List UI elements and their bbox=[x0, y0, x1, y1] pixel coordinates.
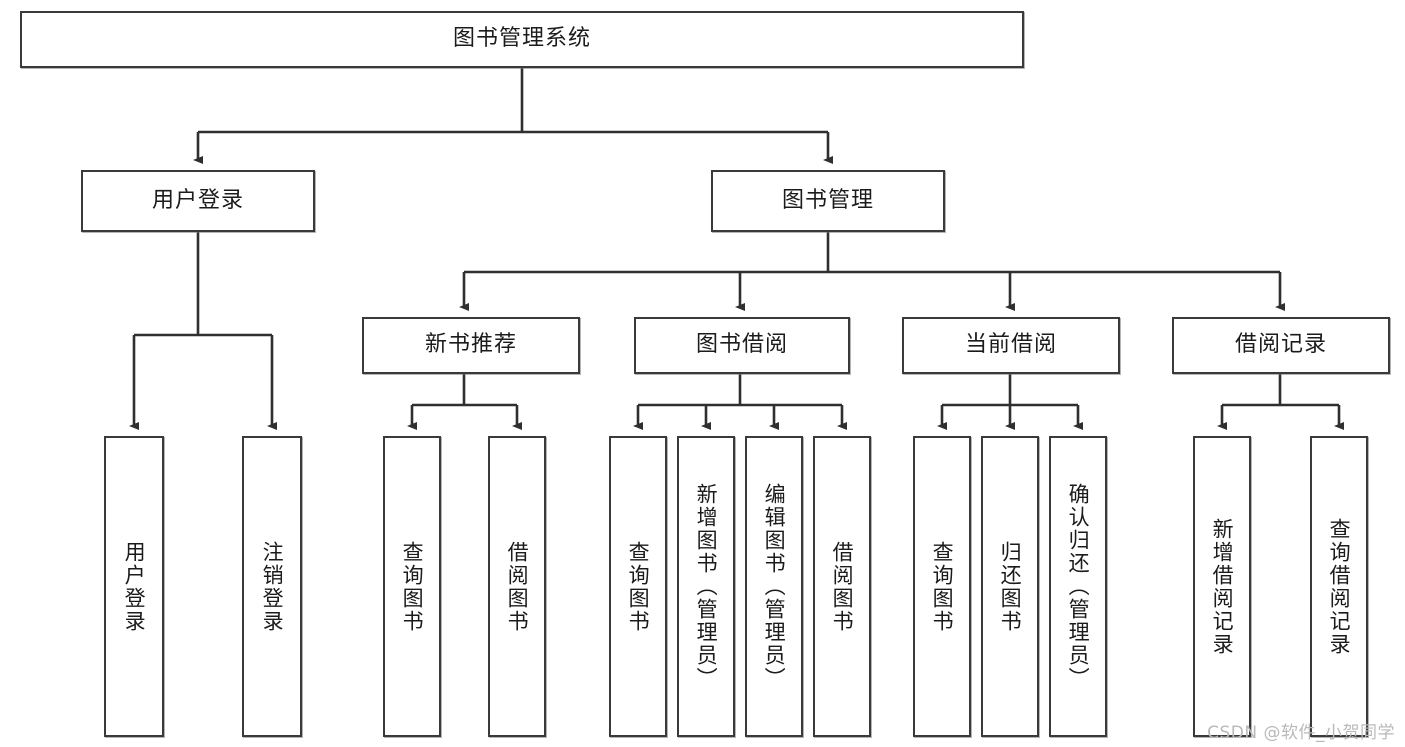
leaf-new-book-query[interactable]: 查询图书 bbox=[383, 436, 441, 737]
leaf-borrow-lend-book[interactable]: 借阅图书 bbox=[813, 436, 871, 737]
leaf-new-book-borrow-label: 借阅图书 bbox=[505, 540, 530, 633]
leaf-record-add[interactable]: 新增借阅记录 bbox=[1193, 436, 1251, 737]
node-new-book-recommend[interactable]: 新书推荐 bbox=[362, 317, 580, 374]
node-current-borrow-label: 当前借阅 bbox=[964, 332, 1057, 358]
leaf-user-logout[interactable]: 注销登录 bbox=[242, 436, 302, 737]
leaf-borrow-add-book[interactable]: 新增图书（管理员） bbox=[677, 436, 735, 737]
leaf-current-return[interactable]: 归还图书 bbox=[981, 436, 1039, 737]
node-book-management-label: 图书管理 bbox=[781, 187, 874, 213]
node-borrow-record[interactable]: 借阅记录 bbox=[1172, 317, 1390, 374]
leaf-user-login-label: 用户登录 bbox=[122, 540, 147, 633]
leaf-record-query[interactable]: 查询借阅记录 bbox=[1310, 436, 1368, 737]
node-user-login-label: 用户登录 bbox=[151, 187, 244, 213]
leaf-new-book-borrow[interactable]: 借阅图书 bbox=[488, 436, 546, 737]
node-root-label: 图书管理系统 bbox=[452, 26, 591, 52]
node-borrow-record-label: 借阅记录 bbox=[1234, 332, 1327, 358]
node-book-borrow-label: 图书借阅 bbox=[695, 332, 788, 358]
node-current-borrow[interactable]: 当前借阅 bbox=[902, 317, 1120, 374]
leaf-current-confirm-return-label: 确认归还（管理员） bbox=[1066, 483, 1091, 690]
leaf-borrow-lend-book-label: 借阅图书 bbox=[830, 540, 855, 633]
leaf-borrow-edit-book[interactable]: 编辑图书（管理员） bbox=[745, 436, 803, 737]
leaf-current-confirm-return[interactable]: 确认归还（管理员） bbox=[1049, 436, 1107, 737]
leaf-borrow-query[interactable]: 查询图书 bbox=[609, 436, 667, 737]
node-new-book-recommend-label: 新书推荐 bbox=[424, 332, 517, 358]
node-book-management[interactable]: 图书管理 bbox=[711, 170, 945, 232]
node-user-login[interactable]: 用户登录 bbox=[81, 170, 315, 232]
node-root[interactable]: 图书管理系统 bbox=[20, 11, 1024, 68]
leaf-user-logout-label: 注销登录 bbox=[260, 540, 285, 633]
leaf-borrow-add-book-label: 新增图书（管理员） bbox=[694, 483, 719, 690]
leaf-new-book-query-label: 查询图书 bbox=[400, 540, 425, 633]
node-book-borrow[interactable]: 图书借阅 bbox=[634, 317, 850, 374]
leaf-record-add-label: 新增借阅记录 bbox=[1210, 517, 1235, 656]
leaf-current-query[interactable]: 查询图书 bbox=[913, 436, 971, 737]
leaf-borrow-edit-book-label: 编辑图书（管理员） bbox=[762, 483, 787, 690]
leaf-current-query-label: 查询图书 bbox=[930, 540, 955, 633]
leaf-borrow-query-label: 查询图书 bbox=[626, 540, 651, 633]
leaf-user-login[interactable]: 用户登录 bbox=[104, 436, 164, 737]
leaf-current-return-label: 归还图书 bbox=[998, 540, 1023, 633]
leaf-record-query-label: 查询借阅记录 bbox=[1327, 517, 1352, 656]
csdn-watermark: CSDN @软件_小贺同学 bbox=[1207, 723, 1395, 743]
